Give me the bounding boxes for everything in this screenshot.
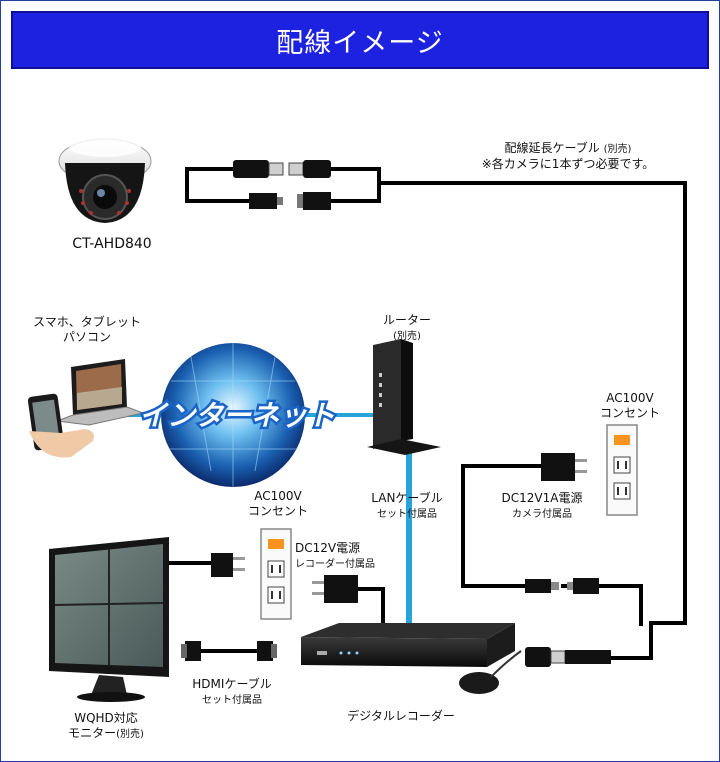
- outlet-right-ac: AC100V: [606, 391, 654, 405]
- page-title: 配線イメージ: [276, 27, 444, 59]
- laptop-image: [56, 359, 145, 426]
- camera-psu-sub: カメラ付属品: [512, 509, 572, 520]
- monitor-label: WQHD対応 モニター(別売): [41, 711, 171, 742]
- title-bar: 配線イメージ: [11, 11, 709, 69]
- router-label: ルーター (別売): [367, 313, 447, 344]
- outlet-right-text: コンセント: [599, 406, 660, 420]
- monitor-power-plug: [169, 553, 245, 577]
- dc-plug-male: [249, 193, 283, 209]
- lan-cable-sub: セット付属品: [377, 509, 437, 520]
- router-title: ルーター: [382, 313, 431, 327]
- monitor-image: [49, 537, 169, 702]
- monitor-title-2: モニター: [68, 726, 117, 740]
- bnc-connector-male: [233, 160, 284, 178]
- outlet-left-image: [260, 528, 292, 620]
- monitor-title-1: WQHD対応: [74, 711, 138, 725]
- smartphone-pc-label: スマホ、タブレット パソコン: [27, 315, 147, 345]
- recorder-bnc-connector: [525, 647, 611, 667]
- router-note: (別売): [393, 331, 421, 342]
- camera-label: CT-AHD840: [72, 236, 152, 252]
- extension-cable-title: 配線延長ケーブル: [504, 141, 600, 155]
- dome-camera-image: [58, 137, 152, 223]
- lan-cable-label: LANケーブル セット付属品: [357, 491, 457, 522]
- internet-globe: [161, 343, 305, 487]
- recorder-label: デジタルレコーダー: [347, 709, 455, 723]
- internet-label: インターネット: [139, 400, 335, 431]
- hdmi-cable-sub: セット付属品: [202, 695, 262, 706]
- smartphone-image: [27, 393, 94, 458]
- extension-cable-note: (別売): [603, 144, 632, 155]
- outlet-left-label: AC100V コンセント: [233, 489, 323, 519]
- outlet-right-image: [606, 424, 638, 516]
- outlet-right-label: AC100V コンセント: [585, 391, 675, 421]
- outlet-left-text: コンセント: [247, 504, 308, 518]
- camera-psu-label: DC12V1A電源 カメラ付属品: [477, 491, 607, 522]
- camera-psu-title: DC12V1A電源: [501, 491, 583, 505]
- pc-label: パソコン: [62, 330, 111, 344]
- lan-cable-title: LANケーブル: [371, 491, 443, 505]
- recorder-psu-image: [312, 575, 358, 603]
- camera-power-plugs: [525, 578, 599, 594]
- extension-cable-sub: ※各カメラに1本ずつ必要です。: [481, 157, 655, 171]
- camera-extension-cable: [185, 167, 687, 660]
- bnc-connector-female: [288, 160, 331, 178]
- monitor-note: (別売): [116, 729, 144, 740]
- recorder-psu-title: DC12V電源: [295, 541, 361, 555]
- recorder-psu-sub: レコーダー付属品: [295, 559, 375, 570]
- hdmi-cable-label: HDMIケーブル セット付属品: [177, 677, 287, 708]
- router-image: [367, 339, 441, 455]
- recorder-psu-label: DC12V電源 レコーダー付属品: [295, 541, 405, 572]
- extension-cable-label: 配線延長ケーブル (別売) ※各カメラに1本ずつ必要です。: [473, 141, 663, 172]
- smartphone-label: スマホ、タブレット: [33, 315, 141, 329]
- hdmi-connectors-image: [181, 641, 277, 661]
- camera-psu-image: [541, 453, 587, 481]
- outlet-left-ac: AC100V: [254, 489, 302, 503]
- mouse-image: [459, 650, 522, 694]
- hdmi-cable-title: HDMIケーブル: [192, 677, 272, 691]
- recorder-image: [301, 623, 515, 667]
- dc-plug-female: [297, 192, 331, 210]
